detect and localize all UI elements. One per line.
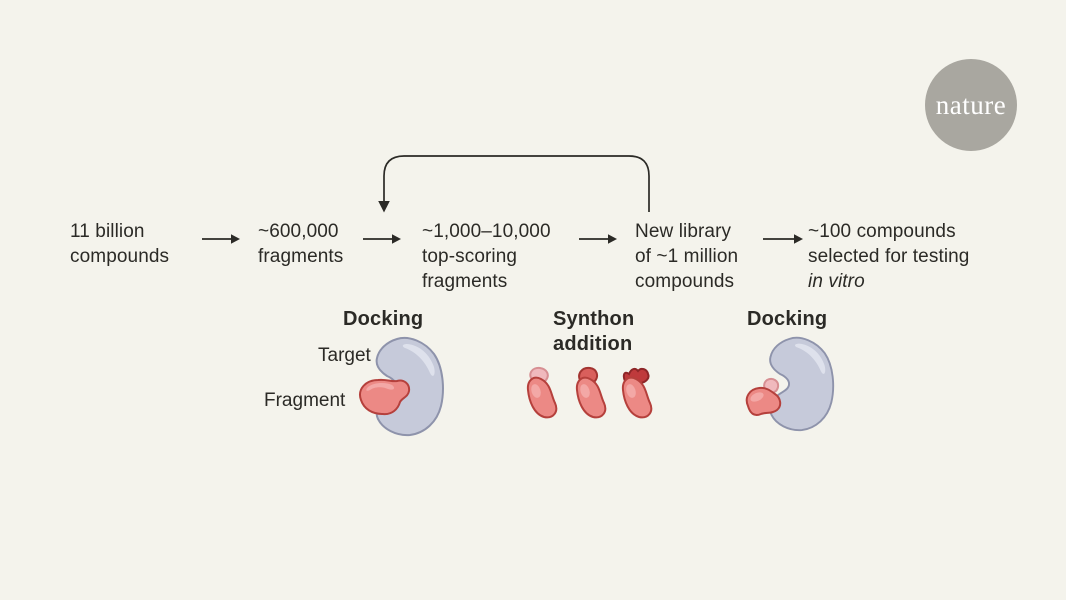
synthon-addition-title: Synthon addition — [553, 307, 634, 357]
target-label: Target — [318, 345, 371, 366]
flow-step-3: ~1,000–10,000 top-scoring fragments — [422, 219, 551, 294]
flow-step-5-line-3: in vitro — [808, 271, 865, 292]
target-protein-illustration — [769, 336, 835, 432]
fragment-label: Fragment — [264, 390, 346, 411]
flow-step-4-line-1: New library — [635, 221, 732, 242]
flow-step-5-line-2: selected for testing — [808, 246, 970, 267]
nature-logo: nature — [925, 59, 1017, 151]
synthon-title-line-1: Synthon — [553, 308, 635, 330]
docking-2-title: Docking — [747, 308, 828, 330]
flow-step-3-line-3: fragments — [422, 271, 508, 292]
flow-step-4: New library of ~1 million compounds — [635, 219, 738, 294]
right-arrow-icon-1 — [202, 234, 240, 244]
nature-logo-text: nature — [935, 89, 1007, 120]
flow-step-4-line-2: of ~1 million — [635, 246, 739, 267]
flow-step-5-line-1: ~100 compounds — [808, 221, 956, 242]
flow-step-3-line-2: top-scoring — [422, 246, 518, 267]
fragment-illustration — [359, 378, 411, 416]
flow-step-3-line-1: ~1,000–10,000 — [422, 221, 551, 242]
fragment-synthon-dark-illustration — [621, 367, 653, 419]
right-arrow-icon-2 — [363, 234, 401, 244]
flow-step-5: ~100 compounds selected for testing in v… — [808, 219, 969, 294]
right-arrow-icon-4 — [763, 234, 803, 244]
flow-step-2-line-2: fragments — [258, 246, 344, 267]
flow-step-4-line-3: compounds — [635, 271, 735, 292]
flow-step-1: 11 billion compounds — [70, 219, 169, 269]
synthon-title-line-2: addition — [553, 333, 633, 355]
flow-step-1-line-1: 11 billion — [70, 221, 145, 242]
right-arrow-icon-3 — [579, 234, 617, 244]
flow-step-2-line-1: ~600,000 — [258, 221, 339, 242]
flow-step-2: ~600,000 fragments — [258, 219, 343, 269]
synthon-beans-illustration — [526, 366, 653, 419]
docking-1-illustration — [359, 336, 444, 437]
fragment-synthon-light-illustration — [526, 366, 558, 419]
loop-arrow-icon — [378, 155, 650, 213]
flow-step-1-line-2: compounds — [70, 246, 170, 267]
compound-with-synthon-illustration — [745, 377, 782, 416]
fragment-synthon-medium-illustration — [575, 366, 607, 419]
docking-1-title: Docking — [343, 308, 424, 330]
docking-2-illustration — [745, 336, 835, 432]
